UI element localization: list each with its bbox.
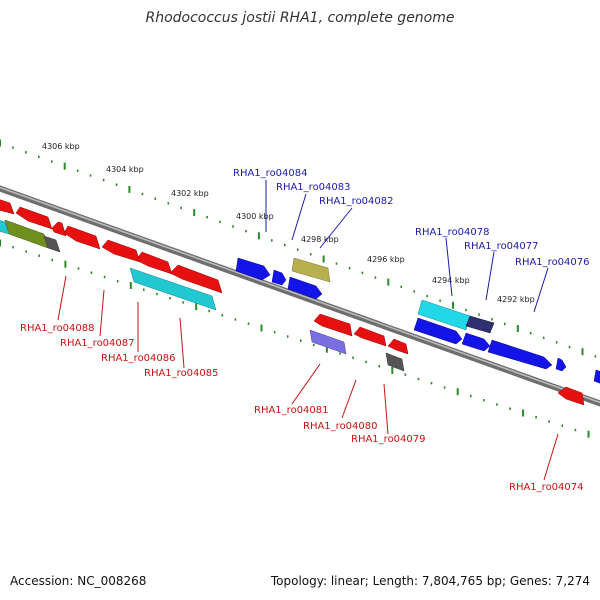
gene-arrow-reverse[interactable] [313, 313, 353, 337]
topology-text: Topology: linear; Length: 7,804,765 bp; … [270, 574, 590, 588]
gene-arrow-reverse[interactable] [387, 338, 409, 355]
reverse-genes-upper [0, 198, 585, 406]
gene-arrow-forward[interactable] [487, 339, 553, 370]
gene-block-khaki[interactable] [291, 257, 331, 283]
gene-arrow-reverse[interactable] [0, 198, 15, 215]
gene-arrow-reverse[interactable] [63, 225, 101, 250]
gene-label-ro04079[interactable]: RHA1_ro04079 [351, 434, 426, 445]
gene-label-ro04074[interactable]: RHA1_ro04074 [509, 482, 584, 493]
gene-arrow-forward[interactable] [271, 269, 287, 286]
leader-line-ro04076 [533, 267, 549, 313]
scale-label-4298: 4298 kbp [301, 235, 339, 244]
gene-block-gray[interactable] [385, 352, 405, 372]
leader-line-ro04079 [383, 383, 389, 435]
scale-labels: 4306 kbp 4304 kbp 4302 kbp 4300 kbp 4298… [42, 142, 535, 304]
leader-line-ro04082 [319, 207, 353, 249]
gene-block-gray[interactable] [43, 235, 61, 253]
gene-block-purple[interactable] [309, 329, 347, 355]
reverse-leader-lines [57, 275, 559, 481]
gene-arrow-forward[interactable] [555, 357, 567, 372]
map-title: Rhodococcus jostii RHA1, complete genome [145, 10, 455, 26]
leader-line-ro04087 [99, 289, 105, 337]
gene-label-ro04087[interactable]: RHA1_ro04087 [60, 338, 135, 349]
gene-block-navy[interactable] [465, 315, 495, 334]
scale-label-4302: 4302 kbp [171, 189, 209, 198]
leader-line-ro04081 [291, 363, 321, 405]
gene-arrow-reverse[interactable] [101, 239, 141, 263]
gene-label-ro04077[interactable]: RHA1_ro04077 [464, 241, 539, 252]
gene-label-ro04082[interactable]: RHA1_ro04082 [319, 196, 394, 207]
leader-line-ro04088 [57, 275, 67, 321]
genome-backbone-highlight [0, 186, 600, 404]
scale-ticks-bottom [0, 239, 590, 438]
gene-arrow-reverse[interactable] [51, 221, 67, 237]
gene-label-ro04080[interactable]: RHA1_ro04080 [303, 421, 378, 432]
gene-label-ro04084[interactable]: RHA1_ro04084 [233, 168, 308, 179]
gene-block-cyan-forward[interactable] [417, 299, 471, 331]
gene-label-ro04083[interactable]: RHA1_ro04083 [276, 182, 351, 193]
leader-line-ro04083 [291, 193, 307, 241]
gene-arrow-reverse[interactable] [169, 264, 223, 294]
accession-text: Accession: NC_008268 [10, 574, 147, 588]
scale-label-4296: 4296 kbp [367, 255, 405, 264]
forward-genes [235, 257, 600, 384]
gene-label-ro04086[interactable]: RHA1_ro04086 [101, 353, 176, 364]
leader-line-ro04085 [179, 317, 185, 369]
scale-label-4304: 4304 kbp [106, 165, 144, 174]
gene-arrow-reverse[interactable] [135, 251, 173, 275]
scale-label-4300: 4300 kbp [236, 212, 274, 221]
scale-label-4306: 4306 kbp [42, 142, 80, 151]
gene-arrow-forward[interactable] [461, 332, 491, 352]
gene-block-cyan-left[interactable] [0, 219, 10, 235]
gene-label-ro04085[interactable]: RHA1_ro04085 [144, 368, 219, 379]
gene-label-ro04078[interactable]: RHA1_ro04078 [415, 227, 490, 238]
leader-line-ro04078 [445, 237, 453, 297]
genome-backbone [0, 185, 600, 407]
leader-line-ro04074 [543, 433, 559, 481]
forward-leader-lines [265, 180, 549, 313]
gene-block-cyan[interactable] [129, 267, 217, 311]
forward-gene-labels: RHA1_ro04084 RHA1_ro04083 RHA1_ro04082 R… [233, 168, 590, 268]
gene-label-ro04088[interactable]: RHA1_ro04088 [20, 323, 95, 334]
gene-arrow-forward[interactable] [235, 257, 271, 281]
gene-label-ro04076[interactable]: RHA1_ro04076 [515, 257, 590, 268]
scale-label-4292: 4292 kbp [497, 295, 535, 304]
gene-arrow-forward[interactable] [287, 276, 323, 300]
gene-arrow-reverse[interactable] [557, 386, 585, 406]
gene-arrow-forward[interactable] [593, 369, 600, 384]
reverse-gene-labels: RHA1_ro04088 RHA1_ro04087 RHA1_ro04086 R… [20, 323, 584, 493]
scale-ticks-top [0, 139, 597, 358]
gene-arrow-forward[interactable] [413, 317, 463, 345]
gene-arrow-reverse[interactable] [15, 206, 53, 230]
leader-line-ro04080 [341, 379, 357, 419]
gene-arrow-reverse[interactable] [353, 326, 387, 347]
gene-label-ro04081[interactable]: RHA1_ro04081 [254, 405, 329, 416]
reverse-features-other [0, 219, 405, 372]
leader-line-ro04077 [485, 251, 495, 301]
